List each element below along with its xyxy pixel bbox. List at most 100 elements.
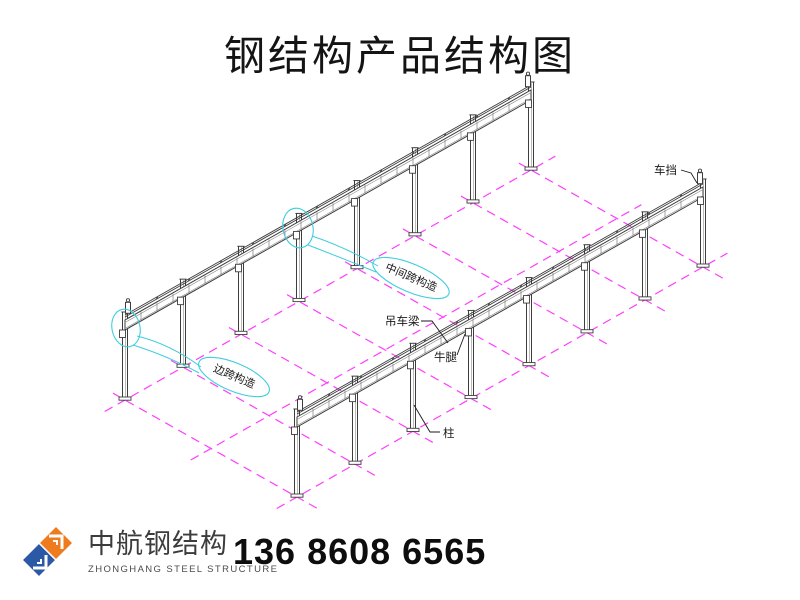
column-base <box>290 493 304 498</box>
page-title: 钢结构产品结构图 <box>224 33 576 79</box>
corbel <box>525 99 532 108</box>
leader-line <box>456 333 466 356</box>
grid-line <box>276 252 728 510</box>
rail-clip <box>424 339 426 342</box>
annotation-corbel: 牛腿 <box>434 333 466 364</box>
column-base <box>176 363 190 368</box>
rail-clip <box>456 321 458 324</box>
rail-clip <box>520 285 522 288</box>
corbel <box>235 263 242 273</box>
grid-line <box>190 204 642 461</box>
company-brand: 中航钢结构 ZHONGHANG STEEL STRUCTURE <box>88 529 279 575</box>
column-base <box>118 396 132 401</box>
column-base <box>348 460 362 465</box>
grid-line <box>344 261 552 379</box>
buffer-stop <box>697 168 703 185</box>
column-base <box>524 166 538 171</box>
annotation-buffer-stop: 车挡 <box>654 163 698 184</box>
logo-glyph <box>37 559 42 564</box>
rail-clip <box>328 393 330 396</box>
company-name: 中航钢结构 <box>88 529 228 559</box>
rail-clip <box>476 115 478 118</box>
company-logo-icon <box>20 524 75 579</box>
grid-line <box>104 155 556 413</box>
buffer-stop <box>125 298 131 314</box>
callout-label: 边跨构造 <box>211 361 257 391</box>
callout-leader <box>311 235 379 267</box>
footer: 中航钢结构 ZHONGHANG STEEL STRUCTURE 136 8608… <box>0 518 800 600</box>
rail-clip <box>156 296 158 299</box>
rail-clip <box>380 169 382 172</box>
rail-clip <box>508 97 510 100</box>
grid-line <box>518 162 726 281</box>
front-row <box>290 168 710 498</box>
crane-rail <box>296 183 704 415</box>
leader-line <box>413 404 440 433</box>
callout-leader <box>132 344 200 374</box>
corbel <box>639 229 646 238</box>
column-base <box>466 199 480 204</box>
corbel <box>581 262 588 271</box>
rail-clip <box>188 278 190 281</box>
column-base <box>696 263 710 268</box>
annotation-text: 牛腿 <box>434 350 457 364</box>
crane-rail <box>124 86 532 318</box>
corbel <box>177 296 184 306</box>
annotation-text: 柱 <box>443 426 455 440</box>
corbel <box>351 198 358 207</box>
rail-clip <box>252 242 254 245</box>
buffer-stop <box>525 71 531 88</box>
grid-line <box>402 228 610 346</box>
company-name-en: ZHONGHANG STEEL STRUCTURE <box>88 563 279 575</box>
column-base <box>292 297 306 303</box>
rail-clip <box>680 194 682 197</box>
corbel <box>291 426 298 435</box>
leader-line <box>421 320 449 344</box>
label-ellipse <box>372 256 450 300</box>
callout-leader <box>307 244 377 273</box>
rail-clip <box>584 248 586 251</box>
rail-clip <box>552 266 554 269</box>
floor-grid <box>104 155 728 511</box>
grid-line <box>286 294 494 412</box>
column-base <box>406 427 420 432</box>
buffer-stop <box>297 395 303 411</box>
corbel <box>465 327 472 337</box>
leader-line <box>680 169 698 184</box>
rail-clip <box>488 303 490 306</box>
corbel <box>119 329 126 338</box>
column-base <box>408 232 422 237</box>
rail-clip <box>360 375 362 378</box>
column-base <box>580 329 594 334</box>
logo-glyph <box>49 534 64 549</box>
joint-ellipse <box>111 308 141 348</box>
rail-clip <box>444 133 446 136</box>
grid-line <box>228 326 436 445</box>
back-row <box>118 71 538 401</box>
callout-leader <box>136 335 202 368</box>
corbel <box>349 393 356 403</box>
logo-glyph <box>53 540 58 545</box>
corbel <box>523 295 530 304</box>
joint-ellipse <box>282 207 314 249</box>
corbel <box>293 230 300 240</box>
column-base <box>638 296 652 301</box>
grid-line <box>170 359 378 478</box>
rail-clip <box>316 206 318 209</box>
rail-clip <box>220 260 222 263</box>
logo-glyph <box>33 555 48 570</box>
rail-clip <box>616 230 618 233</box>
corbel <box>407 360 414 370</box>
label-ellipse <box>198 356 270 398</box>
rail-clip <box>392 357 394 360</box>
corbel <box>697 196 704 205</box>
rail-clip <box>648 212 650 215</box>
rail-clip <box>284 224 286 227</box>
grid-line <box>460 195 668 313</box>
corbel <box>409 165 416 174</box>
corbel <box>467 132 474 141</box>
rail-clip <box>348 188 350 191</box>
annotation-text: 吊车梁 <box>385 314 420 328</box>
annotation-text: 车挡 <box>654 163 677 177</box>
